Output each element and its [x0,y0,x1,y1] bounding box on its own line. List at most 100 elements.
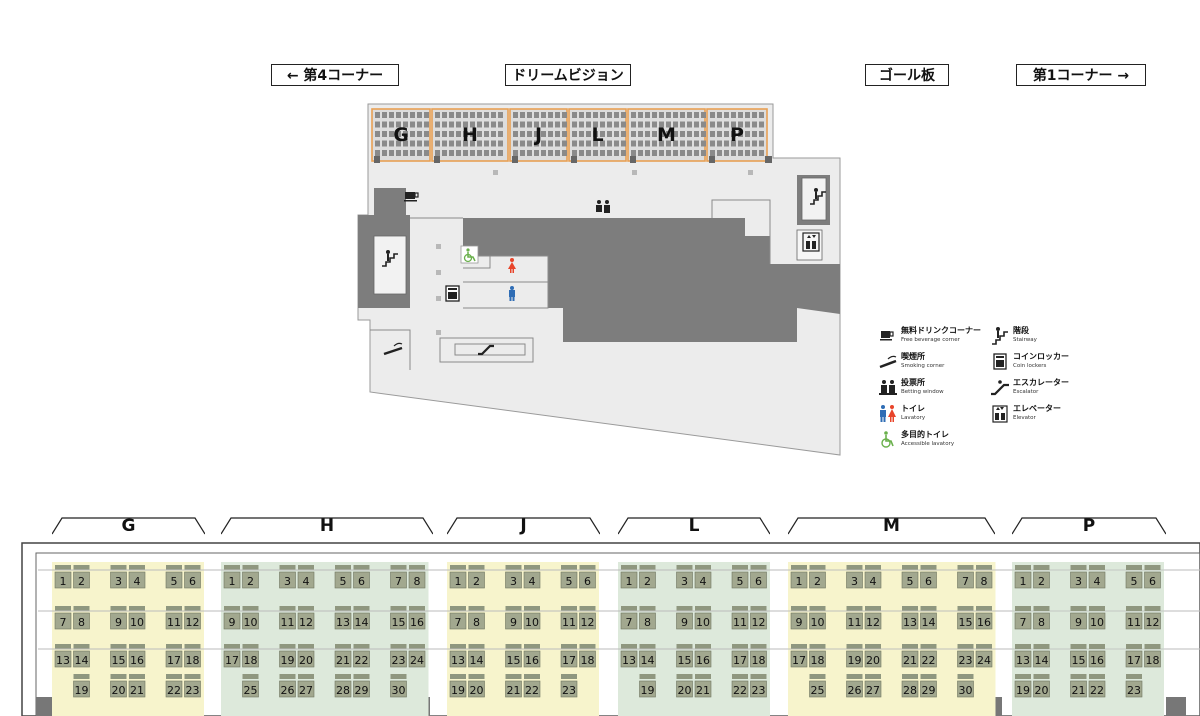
seat[interactable]: 21 [694,674,712,698]
seat[interactable]: 6 [1144,565,1161,589]
seat[interactable]: 12 [750,606,767,630]
seat[interactable]: 8 [1033,606,1050,630]
seat[interactable]: 9 [1070,606,1087,630]
seat[interactable]: 3 [279,565,296,589]
seat[interactable]: 8 [975,565,993,589]
seat[interactable]: 18 [579,644,596,668]
seat[interactable]: 23 [560,674,578,698]
seat[interactable]: 13 [1014,644,1032,668]
seat[interactable]: 14 [1033,644,1050,668]
seat[interactable]: 12 [1144,606,1161,630]
seat[interactable]: 15 [676,644,693,668]
seat[interactable]: 23 [184,674,201,698]
seat[interactable]: 2 [639,565,656,589]
seat[interactable]: 5 [901,565,919,589]
seat[interactable]: 17 [223,644,241,668]
seat[interactable]: 4 [1088,565,1106,589]
floor-block-p[interactable]: P [706,108,768,163]
seat[interactable]: 3 [110,565,127,589]
seat[interactable]: 28 [901,674,919,698]
seat[interactable]: 6 [579,565,596,589]
seat[interactable]: 12 [184,606,201,630]
seat[interactable]: 28 [334,674,352,698]
seat[interactable]: 17 [731,644,749,668]
seat[interactable]: 15 [505,644,522,668]
floor-block-l[interactable]: L [568,108,627,163]
seat[interactable]: 1 [449,565,467,589]
seat[interactable]: 5 [334,565,352,589]
seat[interactable]: 27 [864,674,882,698]
seat[interactable]: 21 [505,674,522,698]
seat[interactable]: 20 [468,674,485,698]
seat[interactable]: 15 [1070,644,1087,668]
seat[interactable]: 4 [297,565,315,589]
seat[interactable]: 26 [279,674,296,698]
seat[interactable]: 9 [790,606,808,630]
seat[interactable]: 14 [73,644,90,668]
seat[interactable]: 22 [165,674,183,698]
seat[interactable]: 1 [54,565,72,589]
seat[interactable]: 21 [128,674,146,698]
seat[interactable]: 1 [620,565,638,589]
seat[interactable]: 3 [676,565,693,589]
seat[interactable]: 6 [353,565,370,589]
seat[interactable]: 10 [1088,606,1106,630]
seat[interactable]: 15 [957,606,974,630]
seat[interactable]: 22 [1088,674,1106,698]
seat[interactable]: 27 [297,674,315,698]
seat[interactable]: 22 [731,674,749,698]
seat[interactable]: 20 [676,674,693,698]
seat[interactable]: 20 [864,644,882,668]
seat[interactable]: 6 [184,565,201,589]
seat[interactable]: 3 [846,565,863,589]
seat[interactable]: 12 [864,606,882,630]
seat[interactable]: 16 [1088,644,1106,668]
seat[interactable]: 1 [790,565,808,589]
seat[interactable]: 15 [110,644,127,668]
seat[interactable]: 15 [390,606,407,630]
seat[interactable]: 18 [242,644,259,668]
seat[interactable]: 14 [920,606,937,630]
seat[interactable]: 17 [165,644,183,668]
seat[interactable]: 24 [975,644,993,668]
seat[interactable]: 19 [449,674,467,698]
seat[interactable]: 9 [676,606,693,630]
seat[interactable]: 5 [560,565,578,589]
seat[interactable]: 5 [731,565,749,589]
seat[interactable]: 11 [731,606,749,630]
seat[interactable]: 25 [242,674,259,698]
seat[interactable]: 6 [920,565,937,589]
seat[interactable]: 26 [846,674,863,698]
seat[interactable]: 18 [184,644,201,668]
seat[interactable]: 5 [165,565,183,589]
seat[interactable]: 2 [468,565,485,589]
seat[interactable]: 14 [639,644,656,668]
seat[interactable]: 9 [223,606,241,630]
seat[interactable]: 14 [353,606,370,630]
seat[interactable]: 19 [846,644,863,668]
seat[interactable]: 16 [975,606,993,630]
seat[interactable]: 18 [809,644,826,668]
seat[interactable]: 4 [864,565,882,589]
seat[interactable]: 16 [128,644,146,668]
seat[interactable]: 21 [1070,674,1087,698]
seat[interactable]: 20 [297,644,315,668]
floor-block-j[interactable]: J [509,108,568,163]
floor-block-h[interactable]: H [431,108,509,163]
seat[interactable]: 13 [620,644,638,668]
seat[interactable]: 11 [846,606,863,630]
seat[interactable]: 10 [809,606,826,630]
seat[interactable]: 22 [523,674,541,698]
seat[interactable]: 2 [1033,565,1050,589]
seat[interactable]: 11 [279,606,296,630]
seat[interactable]: 17 [560,644,578,668]
floor-block-m[interactable]: M [627,108,706,163]
seat[interactable]: 23 [390,644,407,668]
seat[interactable]: 11 [1125,606,1143,630]
seat[interactable]: 21 [334,644,352,668]
seat[interactable]: 8 [468,606,485,630]
seat[interactable]: 23 [750,674,767,698]
seat[interactable]: 16 [694,644,712,668]
seat[interactable]: 8 [639,606,656,630]
